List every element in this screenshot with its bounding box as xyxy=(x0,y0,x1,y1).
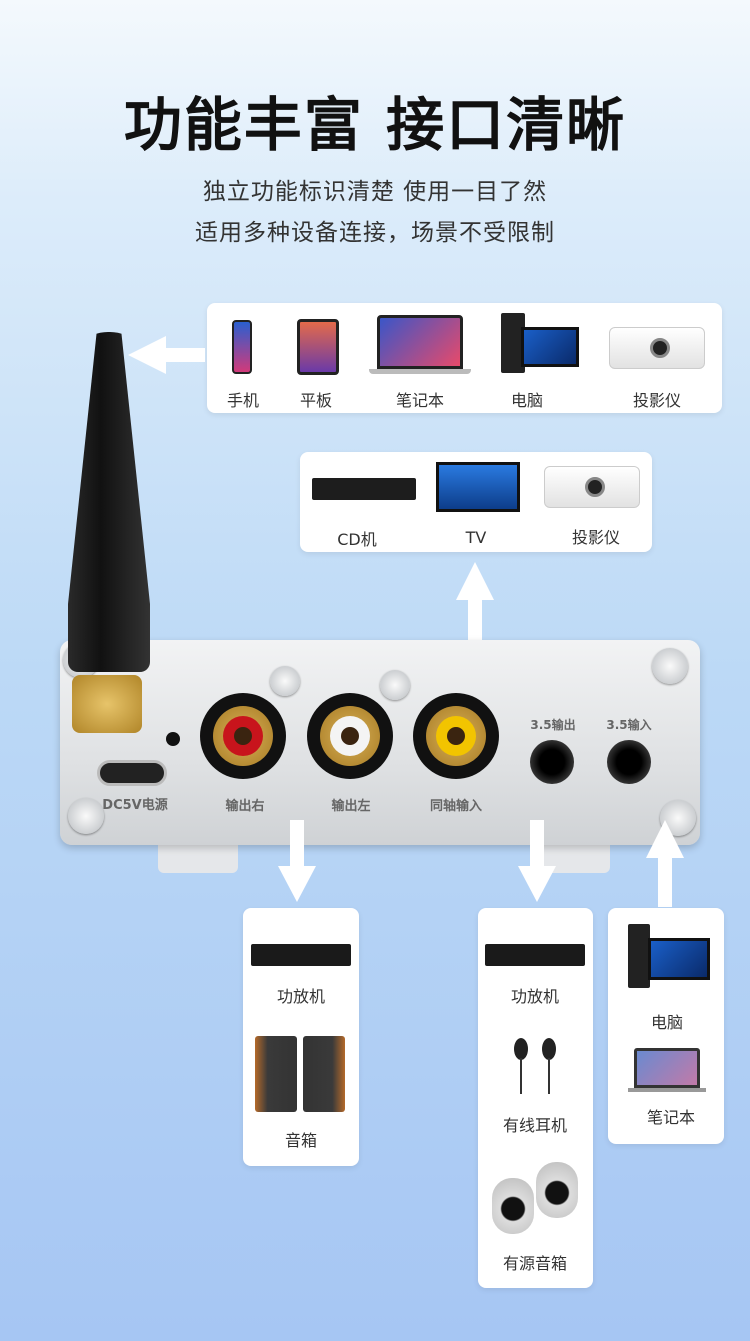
page-title: 功能丰富 接口清晰 xyxy=(123,91,627,159)
port-label-out-right: 输出右 xyxy=(225,799,265,814)
port-label-coax-in: 同轴输入 xyxy=(429,799,483,814)
device-label: 音箱 xyxy=(284,1131,318,1150)
device-rear-panel: DC5V电源 输出右 输出左 同轴输入 3.5输出 3.5输入 xyxy=(60,640,700,845)
tablet-icon xyxy=(297,319,339,375)
aux-outputs-card: 功放机 有线耳机 有源音箱 xyxy=(478,908,593,1288)
screw-icon xyxy=(380,670,410,700)
active-speaker-icon xyxy=(492,1178,534,1234)
projector-icon xyxy=(544,466,640,508)
screw-icon xyxy=(68,798,104,834)
device-label: 功放机 xyxy=(276,987,326,1006)
source-label: 投影仪 xyxy=(632,391,682,410)
screw-icon xyxy=(652,648,688,684)
port-label-aux-in: 3.5输入 xyxy=(606,718,652,732)
amplifier-icon xyxy=(251,944,351,966)
port-label-power: DC5V电源 xyxy=(102,798,168,813)
rca-outputs-card: 功放机 音箱 xyxy=(243,908,359,1166)
projector-icon xyxy=(609,327,705,369)
rca-left-port[interactable] xyxy=(307,693,393,779)
rca-right-port[interactable] xyxy=(200,693,286,779)
device-label: 笔记本 xyxy=(646,1108,696,1127)
aux-in-jack[interactable] xyxy=(607,740,651,784)
aux-inputs-card: 电脑 笔记本 xyxy=(608,908,724,1144)
cd-player-icon xyxy=(312,478,416,500)
device-label: 有源音箱 xyxy=(502,1254,568,1273)
tv-icon xyxy=(436,462,520,512)
desktop-icon xyxy=(628,924,650,988)
coaxial-sources-card: CD机 TV 投影仪 xyxy=(300,452,652,552)
port-label-out-left: 输出左 xyxy=(331,799,371,814)
bluetooth-sources-card: 手机 平板 笔记本 电脑 投影仪 xyxy=(207,303,722,413)
device-foot xyxy=(158,845,238,873)
led-indicator xyxy=(166,732,180,746)
coaxial-input-port[interactable] xyxy=(413,693,499,779)
source-label: 电脑 xyxy=(510,391,544,410)
antenna-connector-icon xyxy=(72,675,142,733)
laptop-icon xyxy=(634,1048,700,1088)
port-label-aux-out: 3.5输出 xyxy=(530,718,576,732)
source-label: 平板 xyxy=(299,391,333,410)
antenna xyxy=(68,332,150,672)
source-label: CD机 xyxy=(337,530,377,549)
screw-icon xyxy=(270,666,300,696)
device-label: 电脑 xyxy=(650,1013,684,1032)
device-label: 功放机 xyxy=(510,987,560,1006)
amplifier-icon xyxy=(485,944,585,966)
source-label: TV xyxy=(465,528,487,547)
earphones-icon xyxy=(514,1038,528,1060)
source-label: 笔记本 xyxy=(395,391,445,410)
aux-out-jack[interactable] xyxy=(530,740,574,784)
source-label: 手机 xyxy=(226,391,260,410)
device-label: 有线耳机 xyxy=(502,1116,568,1135)
usb-c-port[interactable] xyxy=(97,760,167,786)
speaker-icon xyxy=(255,1036,297,1112)
subtitle-line-2: 适用多种设备连接，场景不受限制 xyxy=(195,220,555,246)
laptop-icon xyxy=(377,315,463,369)
subtitle-line-1: 独立功能标识清楚 使用一目了然 xyxy=(202,179,548,205)
source-label: 投影仪 xyxy=(571,528,621,547)
phone-icon xyxy=(232,320,252,374)
